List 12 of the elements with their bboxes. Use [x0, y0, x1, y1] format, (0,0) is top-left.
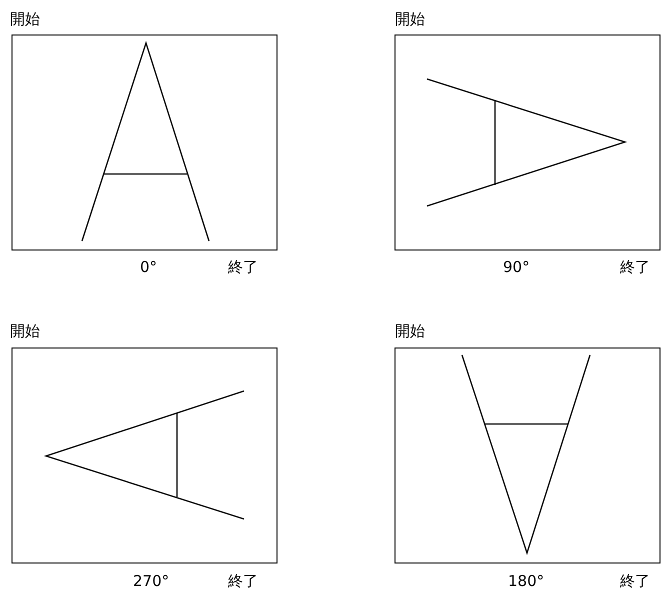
end-label: 終了: [228, 258, 258, 276]
start-label: 開始: [395, 10, 425, 28]
angle-label: 0°: [140, 258, 158, 276]
start-label: 開始: [10, 10, 40, 28]
end-label: 終了: [620, 258, 650, 276]
end-label: 終了: [228, 572, 258, 590]
angle-label: 90°: [503, 258, 530, 276]
angle-label: 270°: [133, 572, 170, 590]
start-label: 開始: [395, 322, 425, 340]
start-label: 開始: [10, 322, 40, 340]
end-label: 終了: [620, 572, 650, 590]
angle-label: 180°: [508, 572, 544, 590]
